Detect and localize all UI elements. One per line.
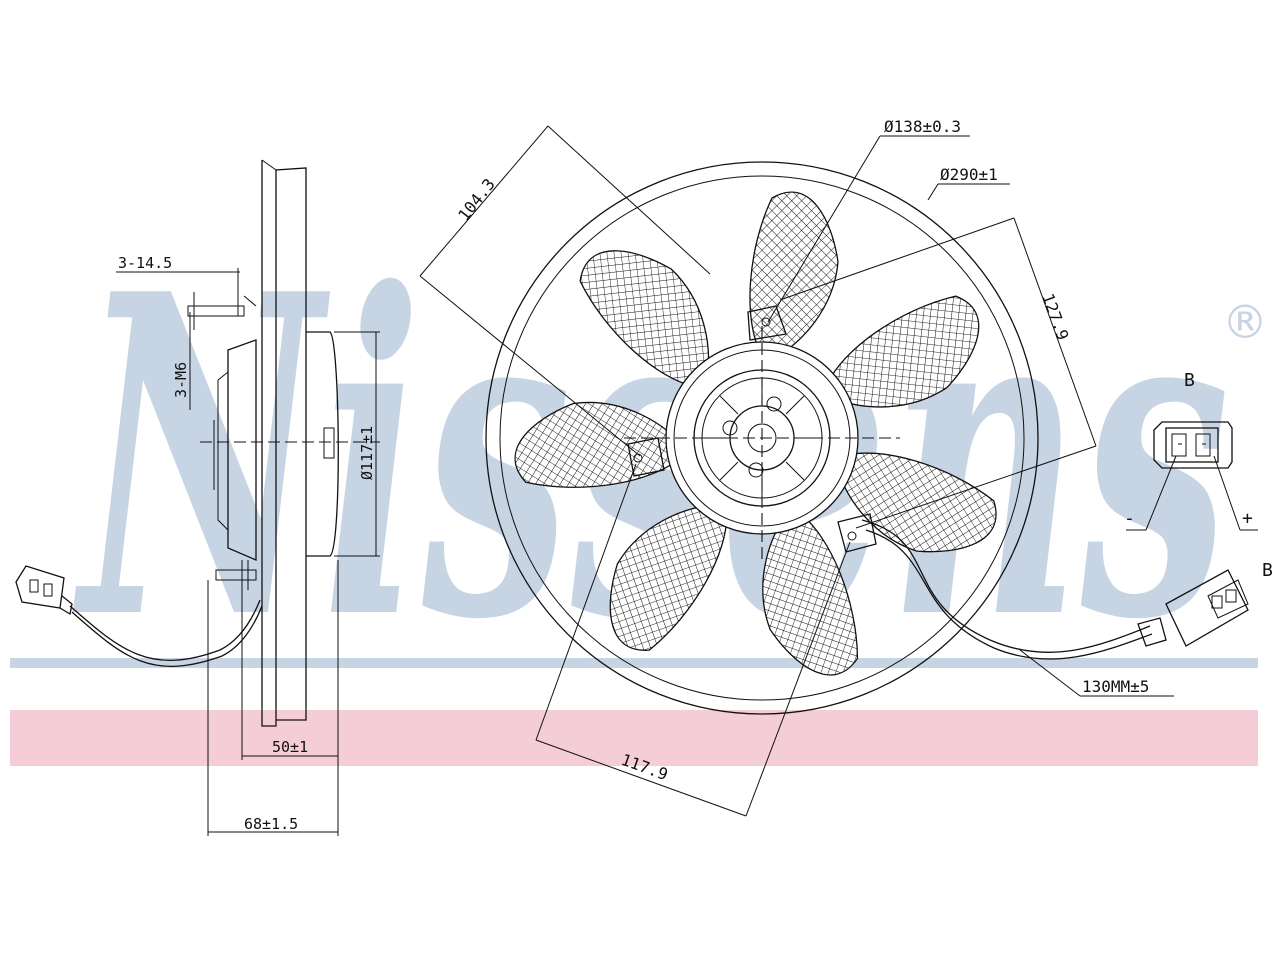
detail-side-label: B [1262,560,1273,581]
dim-thread: 3-M6 [172,362,190,398]
connector-pin-minus [1171,433,1187,457]
front-connector [1137,569,1249,647]
pin-plus-label: + [1242,508,1253,529]
side-view: 3-14.5 3-M6 Ø117±1 50±1 68±1.5 [15,159,380,836]
dim-hub-diameter: Ø138±0.3 [884,117,961,136]
dim-fan-diameter: Ø290±1 [940,165,998,184]
pin-minus-label: - [1124,508,1135,529]
side-motor [306,331,339,557]
dim-depth-68: 68±1.5 [244,815,298,833]
dim-depth-50: 50±1 [272,738,308,756]
fan-outer-ring [485,161,1039,715]
side-connector [15,565,263,667]
connector-pin-plus [1195,433,1211,457]
detail-label-b: B [1184,370,1195,391]
fan-inner-ring [499,175,1025,701]
watermark-band-blue [10,658,1258,668]
connector-detail: B - + B [1124,370,1273,581]
dim-screw-length: 3-14.5 [118,254,172,272]
dim-motor-diameter: Ø117±1 [358,426,376,480]
mount-tab-top [747,305,787,341]
dim-cable-length: 130MM±5 [1082,677,1149,696]
connector-face [1153,421,1233,469]
watermark-band-red [10,710,1258,766]
mount-tab-left [627,437,665,477]
mount-tab-bottom [837,513,877,553]
registered-mark: ® [1222,295,1268,349]
